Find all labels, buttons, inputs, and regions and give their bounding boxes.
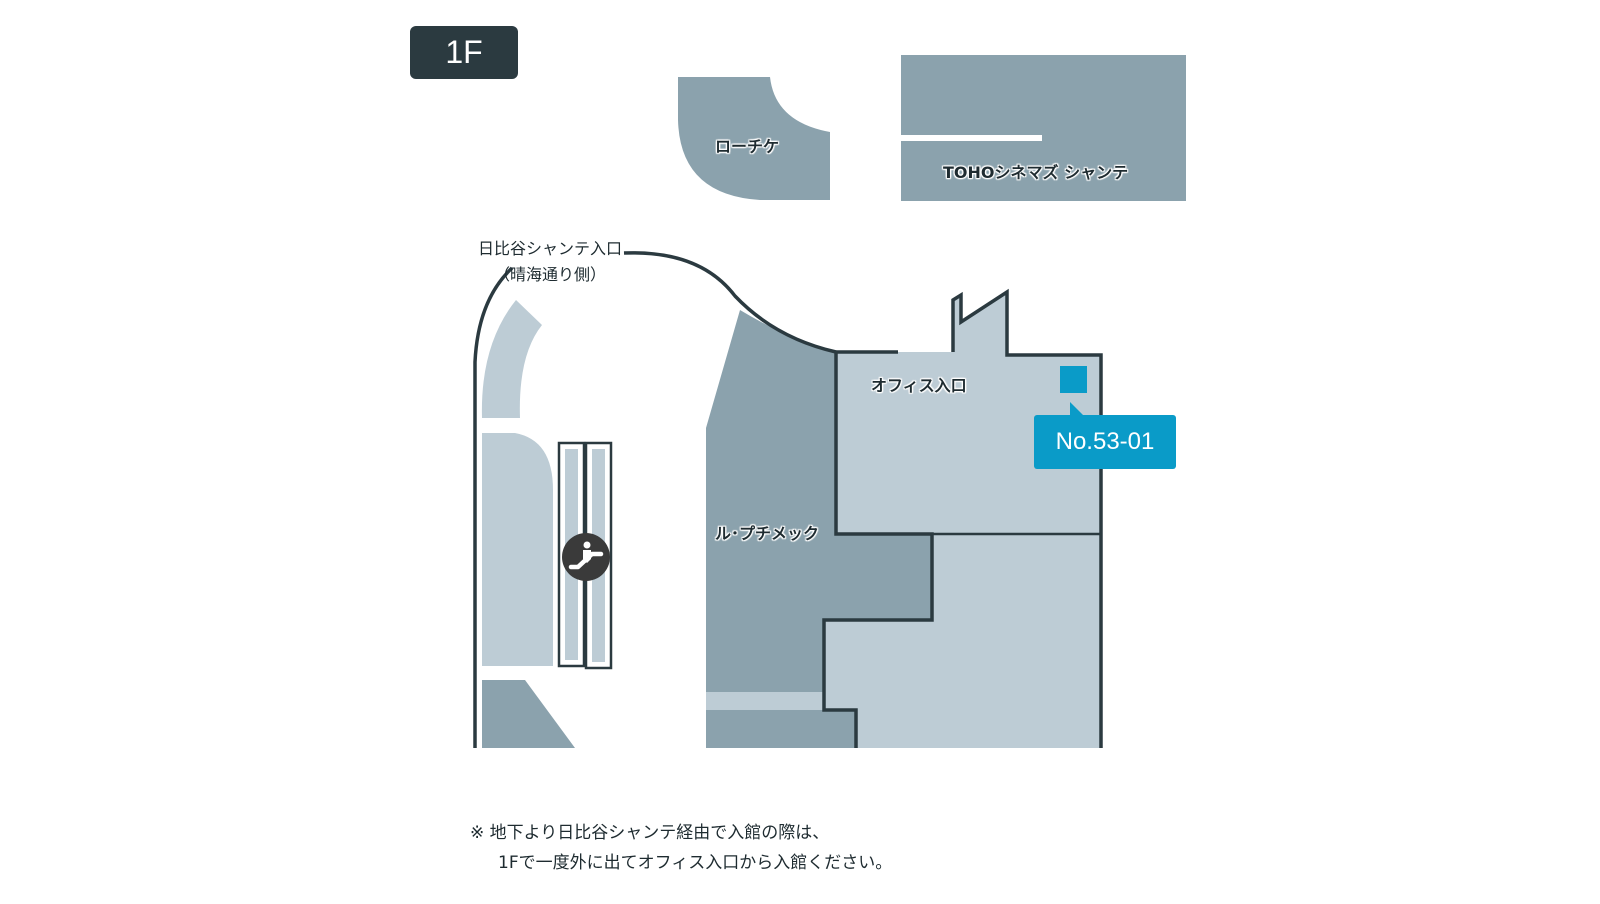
wall-office	[822, 350, 934, 748]
wall-left	[473, 266, 514, 748]
tenant-tag-pointer	[1070, 402, 1084, 416]
area-left-upper	[481, 300, 542, 418]
note: ※ 地下より日比谷シャンテ経由で入館の際は、 1Fで一度外に出てオフィス入口から…	[470, 818, 892, 878]
label-lochikei: ローチケ	[715, 137, 780, 156]
area-le-petit-stripe	[706, 692, 824, 710]
area-left-middle	[482, 433, 553, 666]
note-line1: ※ 地下より日比谷シャンテ経由で入館の際は、	[470, 823, 830, 843]
tenant-tag[interactable]: No.53-01	[1034, 415, 1176, 469]
area-lochikei	[678, 77, 830, 200]
note-line2: 1Fで一度外に出てオフィス入口から入館ください。	[498, 853, 893, 873]
wall-curve	[623, 251, 837, 354]
floor-badge: 1F	[410, 26, 518, 79]
wall-office-right	[951, 288, 1103, 748]
label-entrance-line1: 日比谷シャンテ入口	[477, 239, 622, 258]
label-entrance: 日比谷シャンテ入口 （晴海通り側）	[440, 236, 660, 288]
area-le-petit	[706, 310, 932, 748]
area-left-bottom	[482, 680, 575, 748]
area-office-notch	[953, 292, 1007, 352]
tenant-marker[interactable]	[1060, 366, 1087, 393]
label-toho: TOHOシネマズ シャンテ	[943, 163, 1129, 182]
label-office-entrance: オフィス入口	[871, 376, 967, 395]
label-le-petit: ル･プチメック	[715, 524, 820, 543]
escalator-icon	[562, 533, 610, 581]
label-entrance-line2: （晴海通り側）	[493, 265, 606, 284]
area-office-lower	[824, 534, 1101, 748]
area-toho-lower	[901, 118, 1186, 201]
